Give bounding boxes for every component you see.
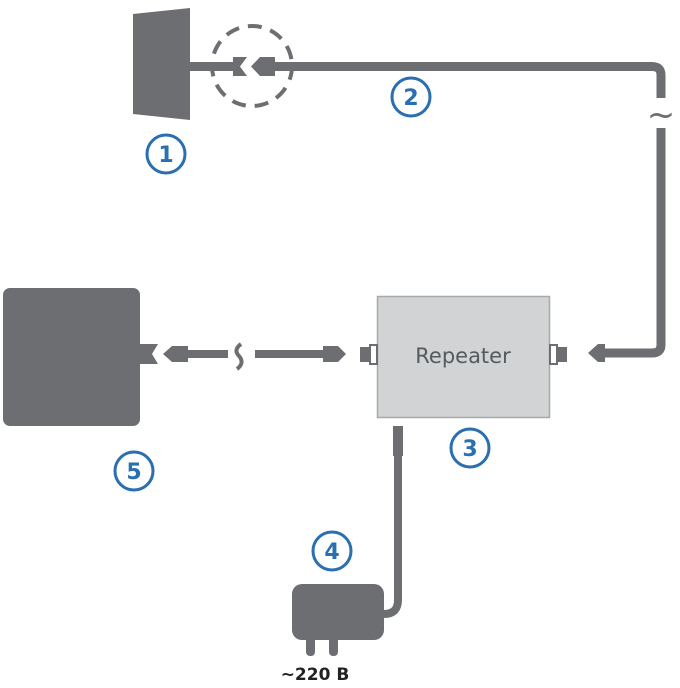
- repeater-port-left: [360, 344, 378, 365]
- antenna-connector: [233, 57, 247, 76]
- indoor-cable-left: [188, 350, 228, 358]
- power-cable: [380, 456, 402, 618]
- svg-text:4: 4: [324, 540, 339, 565]
- indoor-antenna: [3, 288, 140, 426]
- badge-3: 3: [449, 427, 491, 469]
- power-prong-right: [329, 636, 338, 656]
- svg-text:1: 1: [158, 143, 173, 168]
- badge-2: 2: [390, 76, 432, 118]
- repeater-box: [376, 295, 551, 419]
- badge-5: 5: [113, 450, 155, 492]
- outdoor-antenna: [133, 8, 190, 120]
- repeater-port-right: [549, 344, 567, 365]
- outdoor-cable-top: [275, 62, 666, 98]
- cable-connector-right: [588, 344, 605, 362]
- power-supply: [292, 584, 384, 640]
- repeater-label: Repeater: [415, 344, 511, 368]
- outdoor-cable-bottom: [600, 128, 666, 358]
- indoor-cable-connector: [163, 346, 188, 362]
- indoor-cable-right: [255, 350, 323, 358]
- voltage-label: ~220 В: [281, 665, 350, 685]
- svg-text:3: 3: [462, 437, 477, 462]
- indoor-cable-connector-right: [323, 346, 346, 362]
- svg-text:5: 5: [126, 460, 141, 485]
- badge-4: 4: [311, 530, 353, 572]
- svg-text:2: 2: [403, 86, 418, 111]
- cable-connector: [251, 57, 275, 76]
- indoor-antenna-connector: [140, 344, 158, 364]
- power-plug: [393, 426, 403, 456]
- indoor-cable-break: [234, 342, 244, 371]
- badge-1: 1: [145, 133, 187, 175]
- power-prong-left: [306, 636, 315, 656]
